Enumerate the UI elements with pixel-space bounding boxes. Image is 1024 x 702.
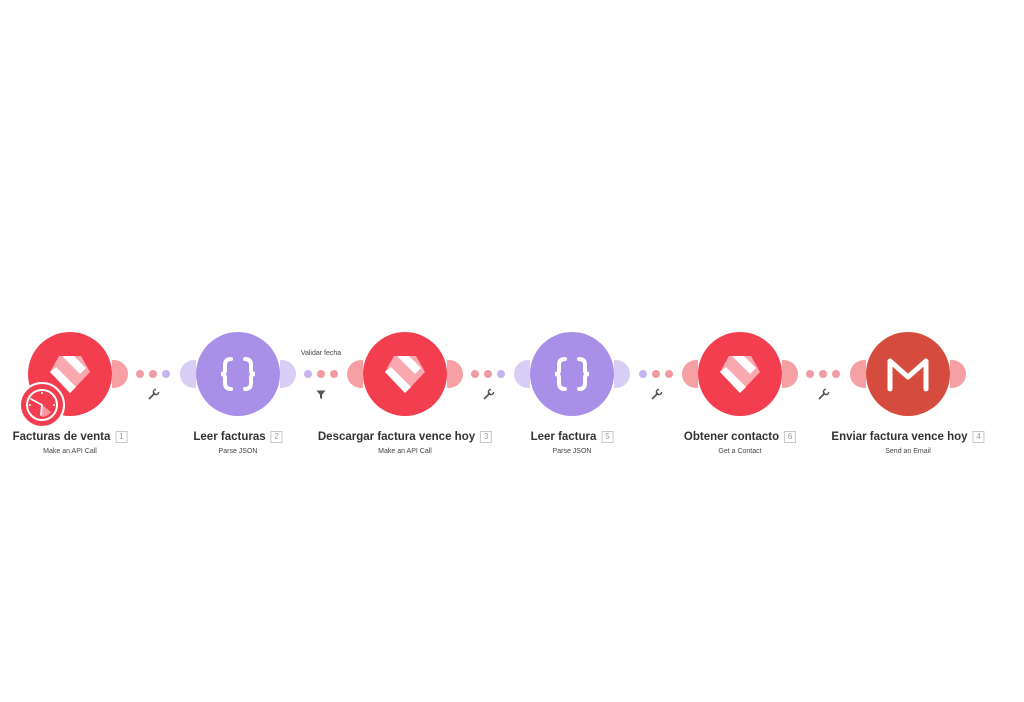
route-dot: [652, 370, 660, 378]
module-id-badge: 3: [480, 431, 493, 443]
module-3-input-connector[interactable]: [347, 360, 363, 388]
route-dot: [665, 370, 673, 378]
holded-icon: [720, 356, 760, 393]
filter-icon[interactable]: [316, 390, 326, 400]
module-leer-factura[interactable]: [530, 332, 614, 416]
module-3-output-connector[interactable]: [447, 360, 463, 388]
module-action: Parse JSON: [218, 448, 258, 455]
module-6-input-connector[interactable]: [682, 360, 698, 388]
module-leer-facturas[interactable]: [196, 332, 280, 416]
wrench-icon[interactable]: [483, 388, 495, 400]
route-dot: [832, 370, 840, 378]
wrench-icon[interactable]: [651, 388, 663, 400]
route-dot: [484, 370, 492, 378]
module-1-output-connector[interactable]: [112, 360, 128, 388]
module-5-input-connector[interactable]: [514, 360, 530, 388]
module-id-badge: 6: [784, 431, 797, 443]
schedule-clock-icon[interactable]: [19, 382, 65, 428]
module-id-badge: 1: [115, 431, 128, 443]
module-descargar-factura-vence-hoy[interactable]: [363, 332, 447, 416]
route-dot: [304, 370, 312, 378]
module-id-badge: 5: [601, 431, 614, 443]
route-dot: [639, 370, 647, 378]
route-dot: [806, 370, 814, 378]
holded-icon: [385, 356, 425, 393]
module-5-output-connector[interactable]: [614, 360, 630, 388]
module-action: Make an API Call: [378, 448, 432, 455]
module-4-input-connector[interactable]: [850, 360, 866, 388]
module-obtener-contacto[interactable]: [698, 332, 782, 416]
module-4-output-connector[interactable]: [950, 360, 966, 388]
json-icon: [220, 357, 256, 391]
holded-icon: [50, 356, 90, 393]
gmail-icon: [887, 358, 929, 392]
module-2-input-connector[interactable]: [180, 360, 196, 388]
module-2-output-connector[interactable]: [280, 360, 296, 388]
route-dot: [471, 370, 479, 378]
module-id-badge: 2: [270, 431, 283, 443]
route-dot: [317, 370, 325, 378]
module-action: Parse JSON: [552, 448, 592, 455]
json-icon: [554, 357, 590, 391]
module-id-badge: 4: [972, 431, 985, 443]
route-dot: [162, 370, 170, 378]
wrench-icon[interactable]: [818, 388, 830, 400]
route-dot: [330, 370, 338, 378]
module-action: Make an API Call: [43, 448, 97, 455]
module-6-output-connector[interactable]: [782, 360, 798, 388]
route-dot: [497, 370, 505, 378]
module-action: Get a Contact: [718, 448, 762, 455]
module-enviar-factura-vence-hoy[interactable]: [866, 332, 950, 416]
route-dot: [149, 370, 157, 378]
route-dot: [819, 370, 827, 378]
route-dot: [136, 370, 144, 378]
filter-label[interactable]: Validar fecha: [300, 350, 342, 357]
module-action: Send an Email: [885, 448, 931, 455]
wrench-icon[interactable]: [148, 388, 160, 400]
